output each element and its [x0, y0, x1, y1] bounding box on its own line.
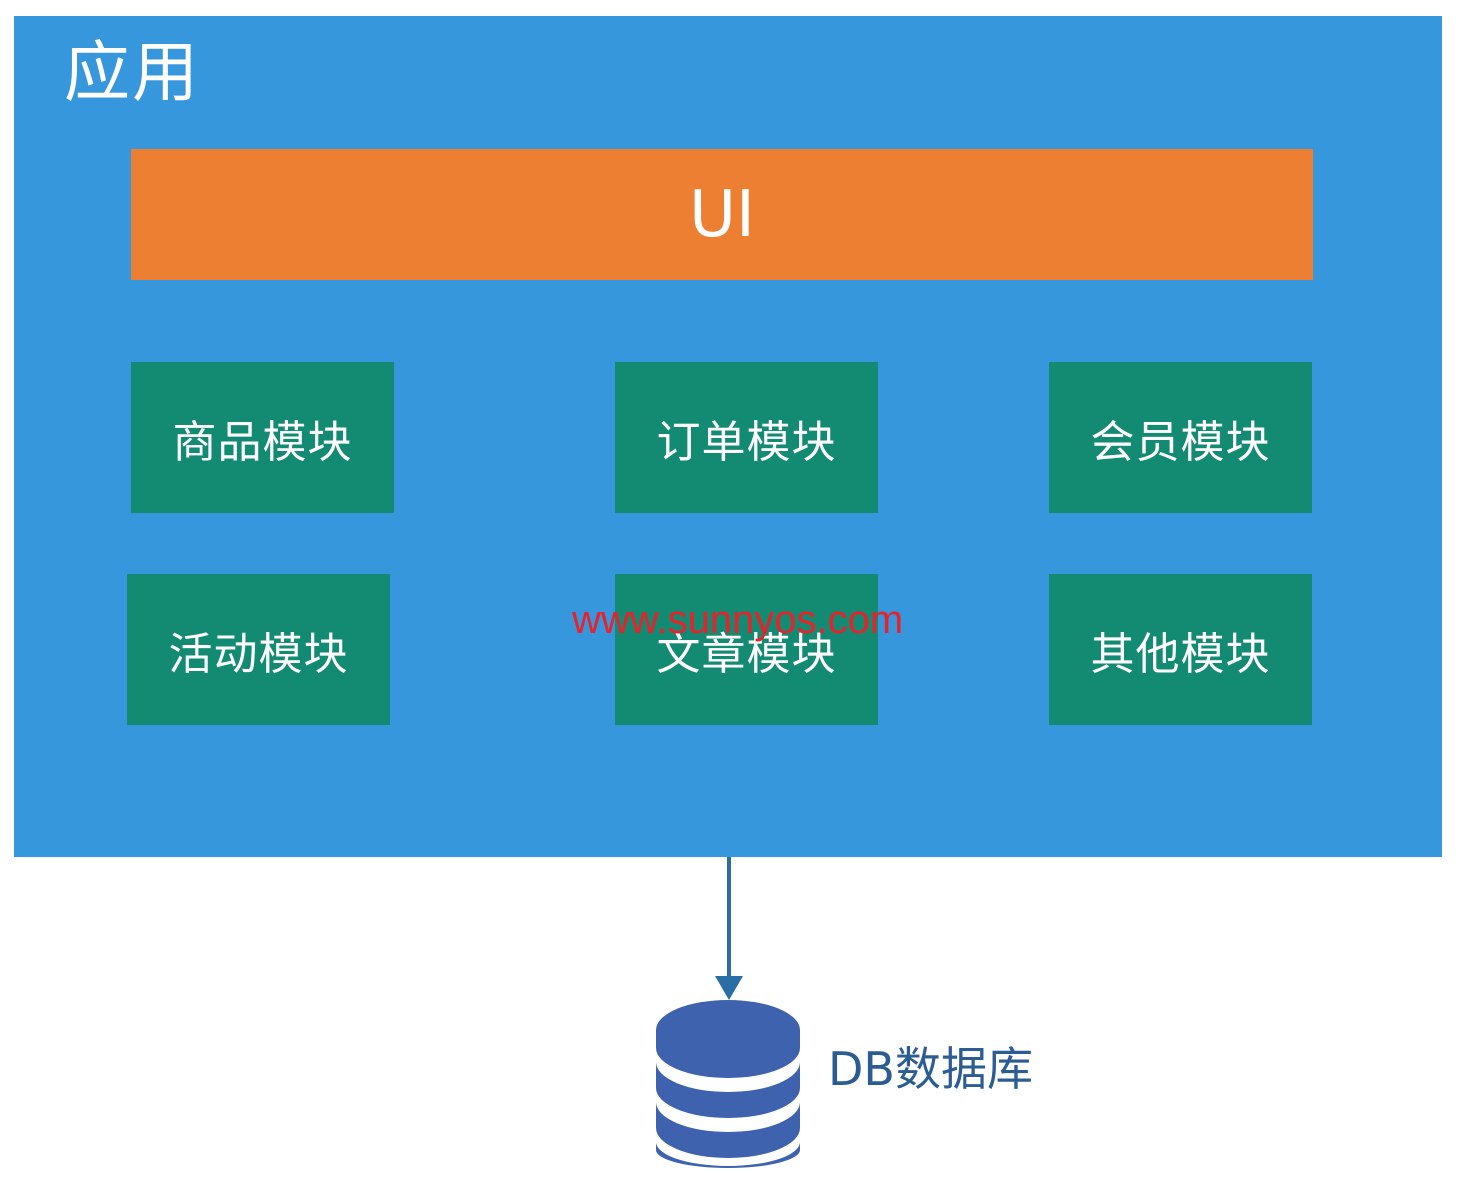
database-icon	[656, 1000, 800, 1168]
module-block-order: 订单模块	[615, 362, 878, 513]
module-label-other: 其他模块	[1090, 628, 1271, 680]
database-label: DB数据库	[828, 1042, 1033, 1096]
module-label-article: 文章模块	[656, 628, 837, 680]
module-label-activity: 活动模块	[168, 628, 349, 680]
ui-layer-block: UI	[131, 149, 1313, 280]
module-label-product: 商品模块	[172, 416, 353, 468]
watermark-text: www.sunnyos.com	[572, 598, 904, 642]
ui-layer-label: UI	[689, 177, 755, 252]
module-label-member: 会员模块	[1090, 416, 1271, 468]
module-block-product: 商品模块	[131, 362, 394, 513]
module-block-member: 会员模块	[1049, 362, 1312, 513]
module-block-other: 其他模块	[1049, 574, 1312, 725]
module-block-activity: 活动模块	[127, 574, 390, 725]
application-title: 应用	[64, 34, 200, 111]
arrow-head-icon	[715, 976, 743, 1000]
module-block-article: 文章模块	[615, 574, 878, 725]
module-label-order: 订单模块	[656, 416, 837, 468]
